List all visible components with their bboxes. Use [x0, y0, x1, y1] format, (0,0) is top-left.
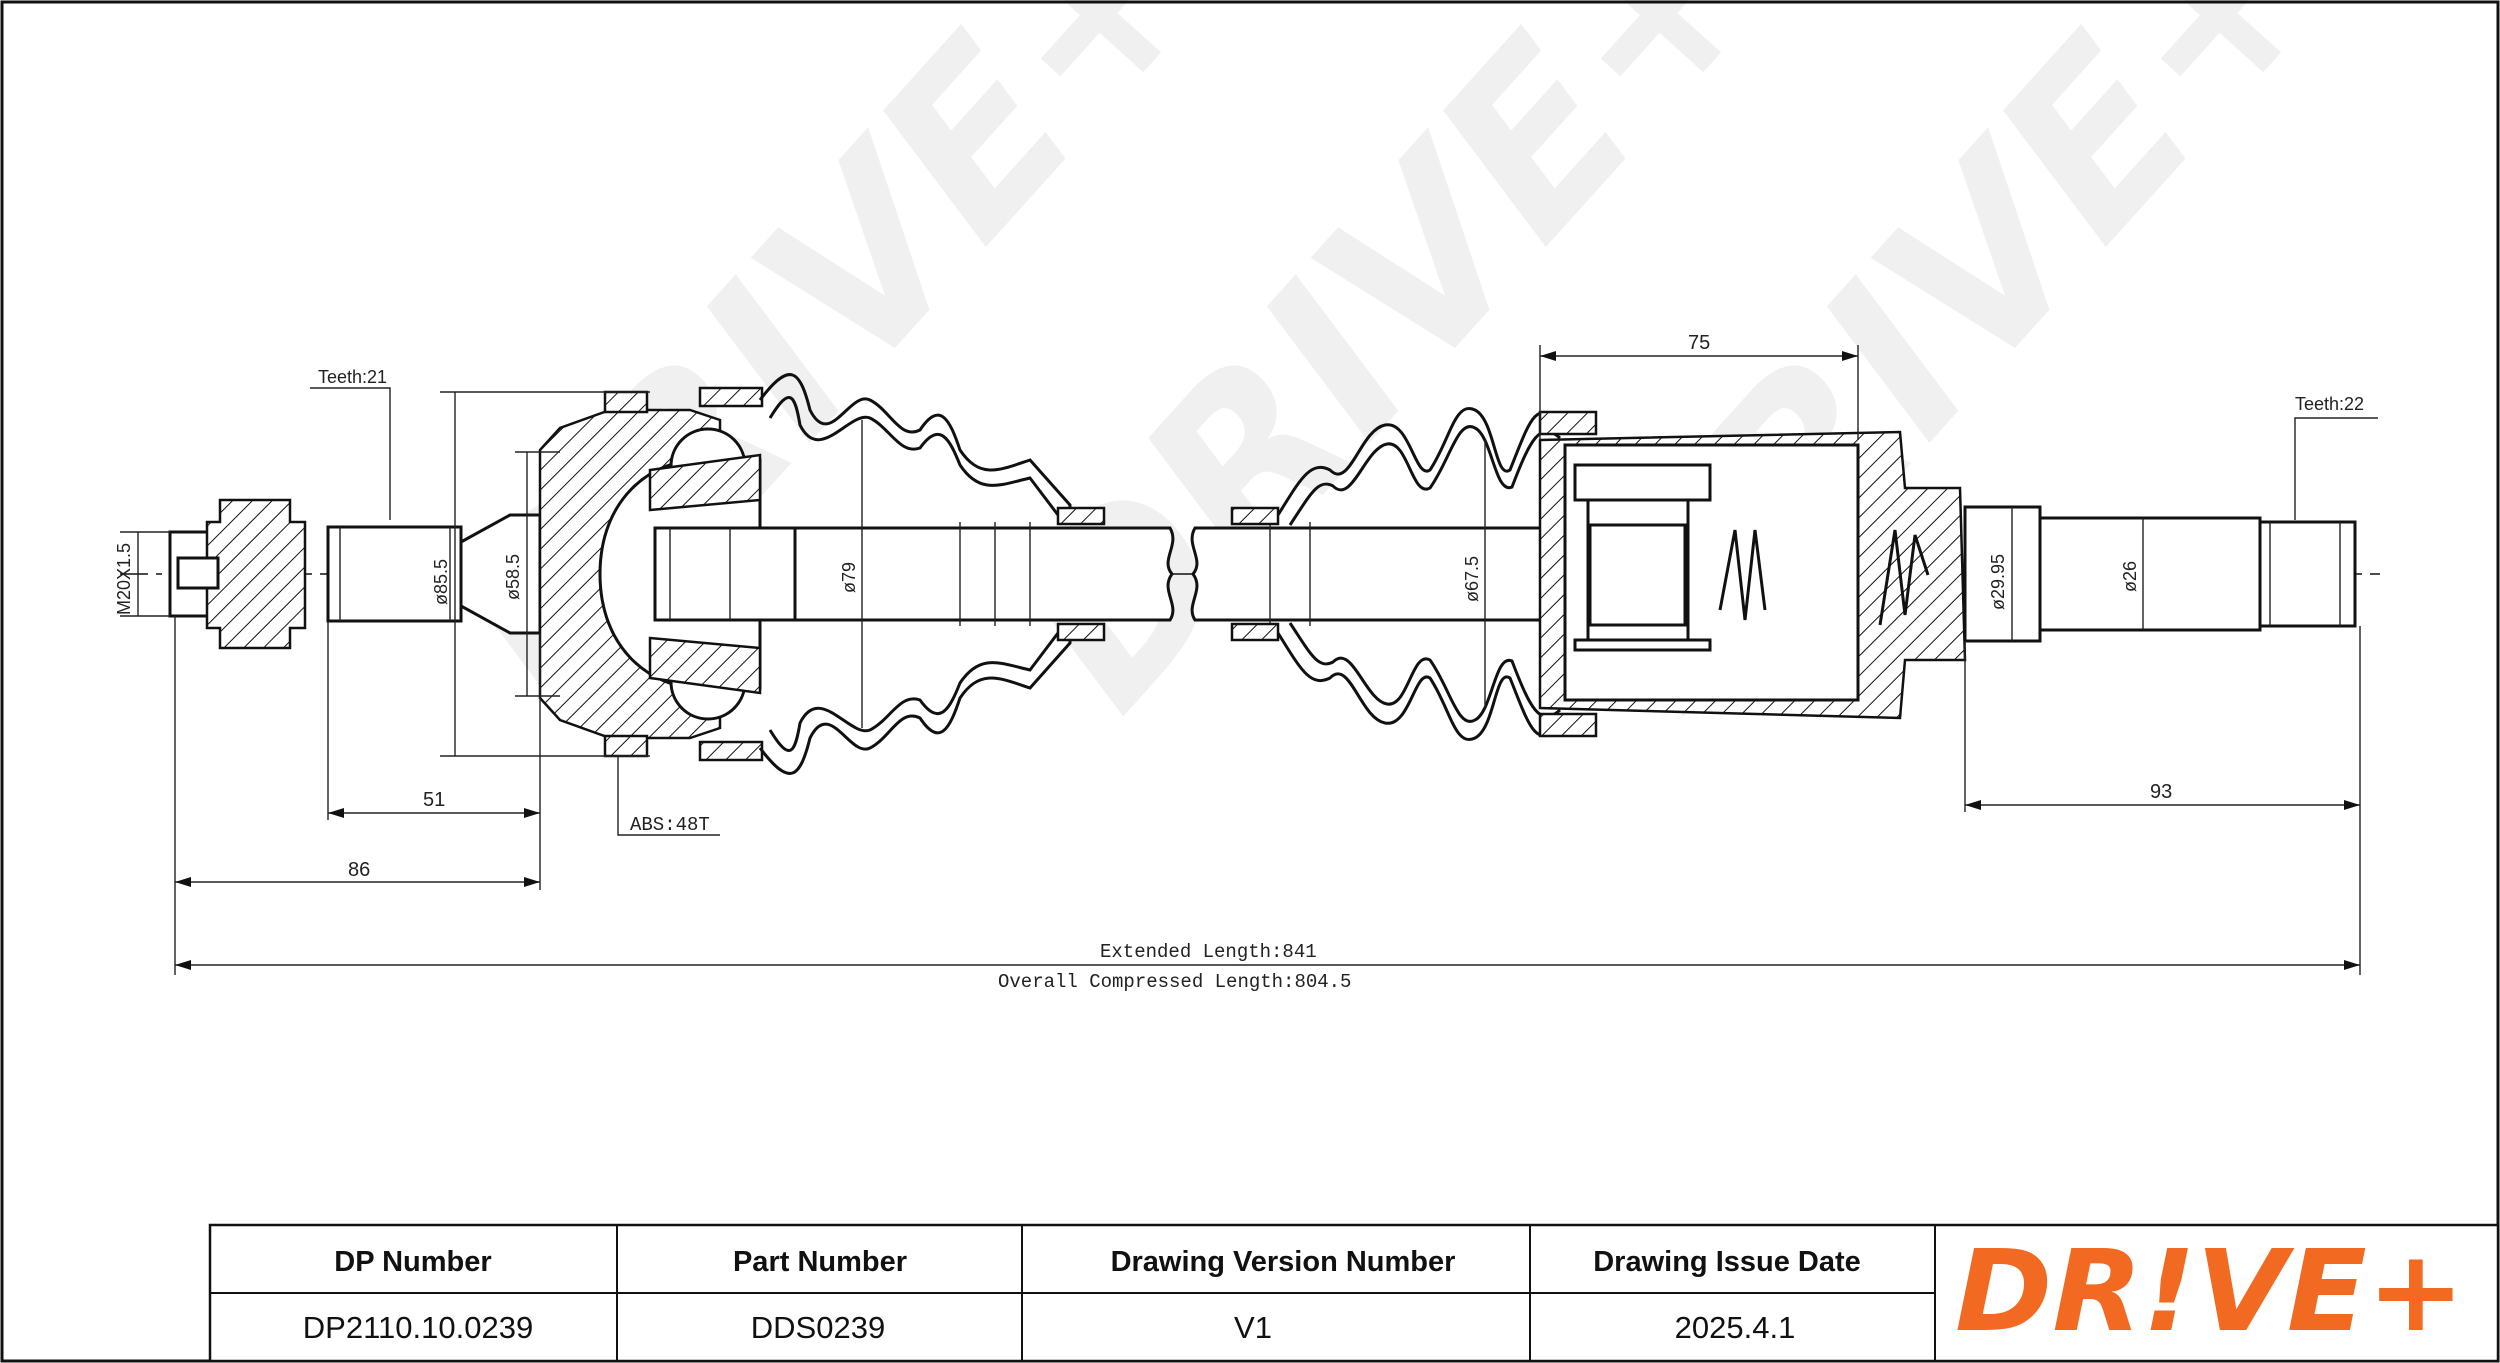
tripod-roller-bottom: [1573, 638, 1712, 652]
inner-boot-bottom-outer: [1276, 632, 1581, 742]
teeth-left-label: Teeth:21: [318, 367, 387, 387]
thread-dim-label: M20X1.5: [114, 543, 134, 615]
value-issue-date: 2025.4.1: [1675, 1310, 1796, 1345]
logo-dr: DR: [1955, 1227, 2143, 1357]
diameter-26-label: ø26: [2120, 561, 2140, 592]
teeth-right-label: Teeth:22: [2295, 394, 2364, 414]
boot-top-outer: [758, 373, 1072, 520]
stub-collar: [1963, 505, 2042, 643]
logo-bang: !: [2143, 1227, 2196, 1357]
abs-label: ABS:48T: [630, 814, 710, 836]
length-86-label: 86: [348, 859, 370, 881]
diameter-79-label: ø79: [839, 562, 859, 593]
compressed-length-label: Overall Compressed Length:804.5: [998, 971, 1351, 993]
inner-boot-top-inner: [1288, 425, 1562, 526]
cv-hub: [653, 526, 797, 622]
header-part-number: Part Number: [733, 1246, 907, 1278]
header-issue-date: Drawing Issue Date: [1593, 1246, 1861, 1278]
shaft-right-section: [1190, 526, 1592, 622]
abs-ring-top: [603, 390, 649, 414]
inner-tripod-joint: [1276, 406, 1967, 742]
housing-clamp-top: [1538, 410, 1598, 436]
boot-small-clamp-bottom: [1056, 622, 1106, 642]
boot-small-clamp-top: [1056, 506, 1106, 526]
shaft-left-section: [793, 526, 1175, 622]
housing-spring: [1718, 529, 1767, 621]
diameter-29-95-label: ø29.95: [1988, 554, 2008, 610]
stub-shaft: [2038, 516, 2262, 632]
tripod-hub: [1588, 523, 1687, 627]
axle-nut: [205, 498, 307, 650]
value-dp-number: DP2110.10.0239: [303, 1310, 533, 1345]
inner-boot-small-clamp-top: [1230, 506, 1280, 526]
header-drawing-version: Drawing Version Number: [1111, 1246, 1456, 1278]
diameter-67-5-label: ø67.5: [1462, 556, 1482, 602]
housing-clamp-bottom: [1538, 712, 1598, 738]
cv-cage-bottom: [648, 636, 762, 695]
extended-length-label: Extended Length:841: [1100, 941, 1317, 963]
inner-stub-shaft: [1963, 505, 2357, 643]
boot-clamp-bottom: [698, 740, 764, 762]
outer-cv-joint: [168, 373, 1106, 775]
length-75-label: 75: [1688, 332, 1710, 354]
logo-ve: VE: [2196, 1227, 2367, 1357]
diameter-58-5-label: ø58.5: [503, 554, 523, 600]
boot-top-inner: [768, 395, 1060, 516]
svg-text:DR!VE+: DR!VE+: [1955, 1227, 2465, 1357]
drive-shaft: [793, 506, 1592, 642]
outer-spline: [326, 525, 463, 623]
length-93-label: 93: [2150, 781, 2172, 803]
boot-clamp-top: [698, 386, 764, 408]
header-dp-number: DP Number: [334, 1246, 491, 1278]
abs-ring-bottom: [603, 734, 649, 758]
inner-boot-bottom-inner: [1288, 622, 1562, 723]
diameter-85-5-label: ø85.5: [431, 559, 451, 605]
dimension-lines: Teeth:21 Teeth:22 M20X1.5 ø85.5 ø58.5 ø7…: [114, 332, 2378, 993]
tripod-roller-top: [1573, 463, 1712, 502]
end-spring: [1878, 529, 1930, 626]
length-51-label: 51: [423, 789, 445, 811]
nut-slot: [176, 556, 220, 590]
logo-plus: +: [2367, 1227, 2465, 1357]
value-drawing-version: V1: [1234, 1310, 1272, 1345]
boot-bottom-outer: [758, 628, 1072, 775]
inner-boot-top-outer: [1276, 406, 1581, 516]
inner-boot-small-clamp-bottom: [1230, 622, 1280, 642]
boot-bottom-inner: [768, 632, 1060, 753]
stub-spline: [2258, 520, 2357, 628]
title-block: DP Number Part Number Drawing Version Nu…: [208, 1223, 2500, 1363]
drive-plus-logo: DR!VE+: [1955, 1227, 2465, 1357]
cv-cage-top: [648, 453, 762, 512]
value-part-number: DDS0239: [751, 1310, 885, 1345]
